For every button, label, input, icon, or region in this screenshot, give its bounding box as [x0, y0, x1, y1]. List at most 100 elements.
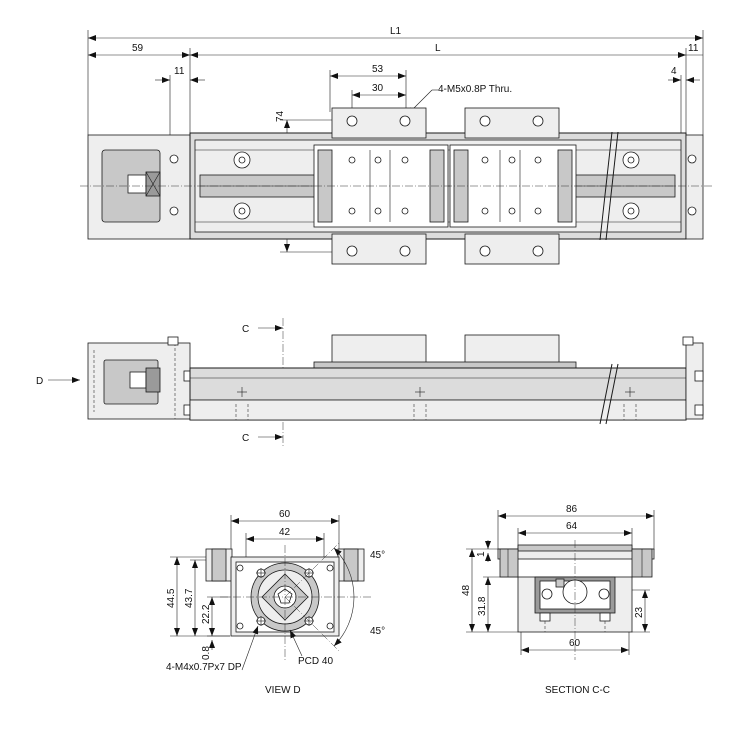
carriage-side-1 — [331, 334, 427, 366]
section-dim-60: 60 — [521, 638, 629, 653]
view-d-dim-22-2-label: 22.2 — [201, 604, 212, 624]
dimension-11-right: 11 — [686, 43, 703, 56]
section-foot — [599, 612, 611, 622]
section-nut — [555, 578, 565, 588]
section-cc: 86 64 48 31.8 1 23 — [461, 504, 655, 696]
coupling-nut-side — [145, 367, 161, 393]
section-dim-1-label: 1 — [476, 551, 487, 557]
bracket-hole — [399, 115, 411, 127]
section-foot — [539, 612, 551, 622]
section-dim-64-label: 64 — [566, 521, 578, 532]
bolt-bottom-right — [687, 206, 697, 216]
bolt-head — [682, 336, 694, 346]
bracket-bottom-2 — [464, 233, 560, 265]
end-plate-right — [685, 134, 704, 240]
view-d-dim-44-5-label: 44.5 — [166, 588, 177, 608]
view-d-flange-right-inner — [343, 548, 359, 582]
dimension-11-left: 11 — [155, 66, 205, 83]
dim-59-label: 59 — [132, 43, 144, 54]
section-marker-c-top: C — [242, 324, 283, 335]
bracket-hole — [479, 115, 491, 127]
section-dim-48: 48 — [461, 549, 475, 632]
callout-m5-label: 4-M5x0.8P Thru. — [438, 84, 512, 95]
bracket-hole — [532, 115, 544, 127]
dim-53-label: 53 — [372, 64, 384, 75]
view-d-dim-42-label: 42 — [279, 527, 291, 538]
view-d-angle-top-label: 45° — [370, 550, 385, 561]
carriage-screws — [348, 156, 542, 215]
dimension-59: 59 — [88, 43, 190, 58]
dimension-l: L — [190, 43, 686, 58]
side-center-marks — [237, 387, 635, 397]
view-d-dim-22-2: 22.2 — [201, 597, 215, 636]
view-d-label: D — [36, 376, 43, 387]
dim-11-left-label: 11 — [174, 66, 185, 77]
dim-30-label: 30 — [372, 83, 384, 94]
section-c-top-label: C — [242, 324, 249, 335]
side-view: C C D — [36, 318, 704, 447]
section-c-bottom-label: C — [242, 433, 249, 444]
dim-74-label: 74 — [275, 110, 286, 122]
bolt-head — [167, 336, 179, 346]
view-d-thread-callout: 4-M4x0.7Px7 DP — [166, 625, 259, 673]
view-d-flange-left-inner — [211, 548, 227, 582]
section-bolt — [598, 588, 610, 600]
section-dim-86-label: 86 — [566, 504, 578, 515]
bolt-bottom-left — [169, 206, 179, 216]
view-d-dim-44-5: 44.5 — [166, 557, 180, 636]
rail-base-side — [189, 399, 687, 421]
view-d-thread-label: 4-M4x0.7Px7 DP — [166, 662, 242, 673]
coupling-side — [129, 371, 147, 389]
section-dim-86: 86 — [498, 504, 654, 519]
bracket-top-1 — [331, 107, 427, 139]
view-d-dim-0-8-label: 0.8 — [201, 646, 212, 660]
bracket-hole — [479, 245, 491, 257]
view-d-dim-43-7: 43.7 — [184, 560, 198, 636]
section-bolt — [541, 588, 553, 600]
dim-l-label: L — [435, 43, 441, 54]
section-dim-48-label: 48 — [461, 584, 472, 596]
rail-hole-inner — [238, 207, 246, 215]
view-d-dim-0-8: 0.8 — [201, 640, 215, 660]
view-d-pcd-callout: PCD 40 — [289, 629, 333, 667]
bracket-hole — [346, 245, 358, 257]
view-d-corner-holes — [236, 564, 334, 630]
dimension-53: 53 — [330, 64, 406, 79]
bolt-top-left — [169, 154, 179, 164]
view-d-dim-60: 60 — [231, 509, 339, 524]
top-view: L1 59 L 11 11 4 53 — [80, 26, 712, 265]
bracket-hole — [346, 115, 358, 127]
view-d-caption: VIEW D — [265, 685, 301, 696]
bracket-bottom-1 — [331, 233, 427, 265]
section-dim-64: 64 — [518, 521, 632, 536]
section-caption: SECTION C-C — [545, 685, 610, 696]
bracket-top-2 — [464, 107, 560, 139]
view-d-pcd-label: PCD 40 — [298, 656, 333, 667]
section-flange-left — [499, 548, 519, 578]
dimension-4: 4 — [668, 66, 700, 83]
view-d-angle-arc: 45° 45° — [333, 547, 385, 647]
rail-hole-inner — [627, 156, 635, 164]
bolt-top-right — [687, 154, 697, 164]
view-d-angle-bottom-label: 45° — [370, 626, 385, 637]
carriage-base-side — [313, 361, 577, 369]
view-d: 60 42 44.5 43.7 22.2 0.8 — [166, 509, 385, 696]
carriage-side-2 — [464, 334, 560, 366]
view-d-arrow: D — [36, 376, 80, 387]
bolt-head — [694, 404, 704, 416]
dim-11-right-label: 11 — [688, 43, 699, 54]
rail-hole-inner — [238, 156, 246, 164]
bracket-hole — [399, 245, 411, 257]
bracket-hole — [532, 245, 544, 257]
dim-4-label: 4 — [671, 66, 677, 77]
dimension-l1: L1 — [88, 26, 703, 41]
bolt-head — [694, 370, 704, 382]
section-dim-1: 1 — [476, 540, 491, 562]
section-marker-c-bottom: C — [242, 433, 283, 444]
section-dim-31-8-label: 31.8 — [477, 596, 488, 616]
section-dim-23-label: 23 — [634, 606, 645, 618]
section-dim-60-label: 60 — [569, 638, 581, 649]
section-dim-23: 23 — [634, 590, 648, 632]
view-d-dim-60-label: 60 — [279, 509, 291, 520]
